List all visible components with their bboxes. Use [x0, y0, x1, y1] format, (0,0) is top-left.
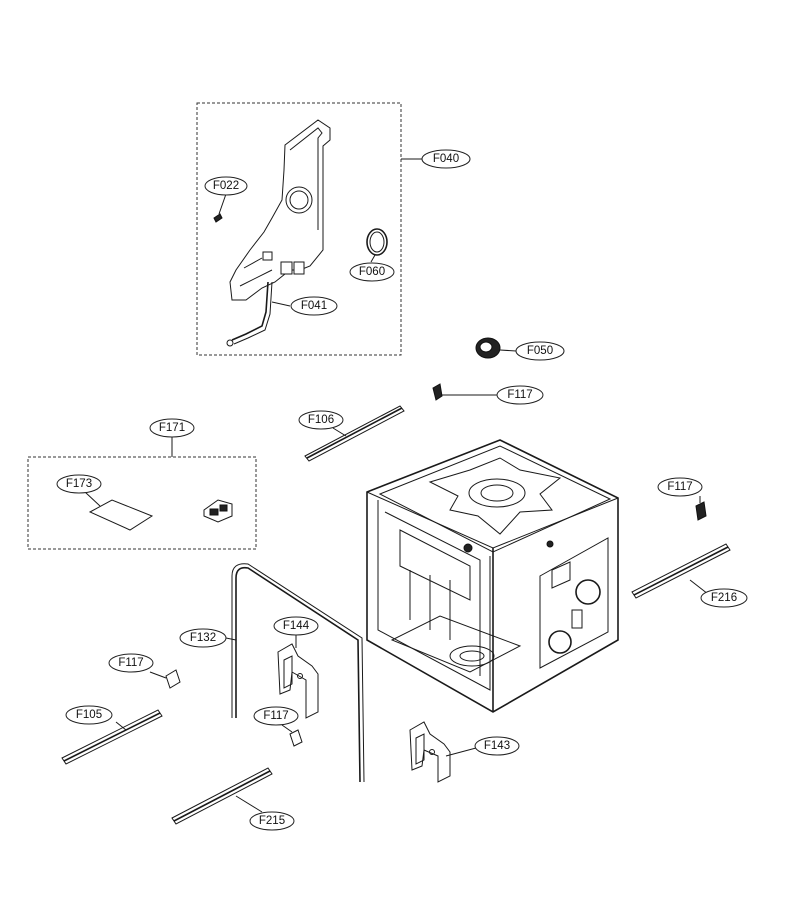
clip-mid-part [289, 729, 303, 747]
callout-f117-mid: F117 [253, 706, 299, 726]
callout-f022-label: F022 [213, 180, 239, 192]
callout-f060-label: F060 [359, 266, 385, 278]
clip-top-part [432, 383, 443, 401]
callout-f132-label: F132 [190, 632, 216, 644]
callout-f215: F215 [249, 811, 295, 831]
callout-f144-label: F144 [283, 620, 310, 632]
callout-f117-right-label: F117 [667, 481, 692, 493]
f040-group-box [196, 102, 402, 356]
clip-right-part [695, 501, 707, 521]
callout-f117-right: F117 [657, 477, 703, 497]
callout-f144: F144 [273, 616, 319, 636]
callout-f041-label: F041 [301, 300, 327, 312]
callout-f171-label: F171 [159, 422, 185, 434]
callout-f050-label: F050 [527, 345, 553, 357]
hinge-f144-part [277, 643, 319, 719]
callout-f040-label: F040 [433, 153, 459, 165]
callout-f050: F050 [515, 341, 565, 361]
callout-f171: F171 [149, 418, 195, 438]
hose-part [231, 281, 269, 341]
callout-f117-top: F117 [496, 385, 544, 405]
callout-f105-label: F105 [76, 709, 102, 721]
callout-f117-left-label: F117 [118, 657, 143, 669]
callout-f106: F106 [298, 410, 344, 430]
callout-f216: F216 [700, 588, 748, 608]
callout-f105: F105 [65, 705, 113, 725]
gasket-part [235, 566, 361, 783]
callout-f216-label: F216 [711, 592, 737, 604]
tub-assembly [366, 439, 619, 713]
callout-f143-label: F143 [484, 740, 510, 752]
callout-f143: F143 [474, 736, 520, 756]
callout-f022: F022 [204, 176, 248, 196]
callout-f040: F040 [421, 149, 471, 169]
sheet-part [88, 499, 154, 531]
callout-f132: F132 [179, 628, 227, 648]
callout-f117-left: F117 [108, 653, 154, 673]
callout-f173: F173 [56, 474, 102, 494]
oring-part [366, 228, 388, 256]
callout-f106-label: F106 [308, 414, 334, 426]
callout-f173-label: F173 [66, 478, 92, 490]
callout-f117-top-label: F117 [507, 389, 532, 401]
callout-f041: F041 [290, 296, 338, 316]
callout-f215-label: F215 [259, 815, 285, 827]
callout-f060: F060 [349, 262, 395, 282]
duct-part [229, 119, 331, 301]
callout-f117-mid-label: F117 [263, 710, 288, 722]
screw-part [213, 213, 223, 223]
clip-left-part [165, 669, 181, 689]
